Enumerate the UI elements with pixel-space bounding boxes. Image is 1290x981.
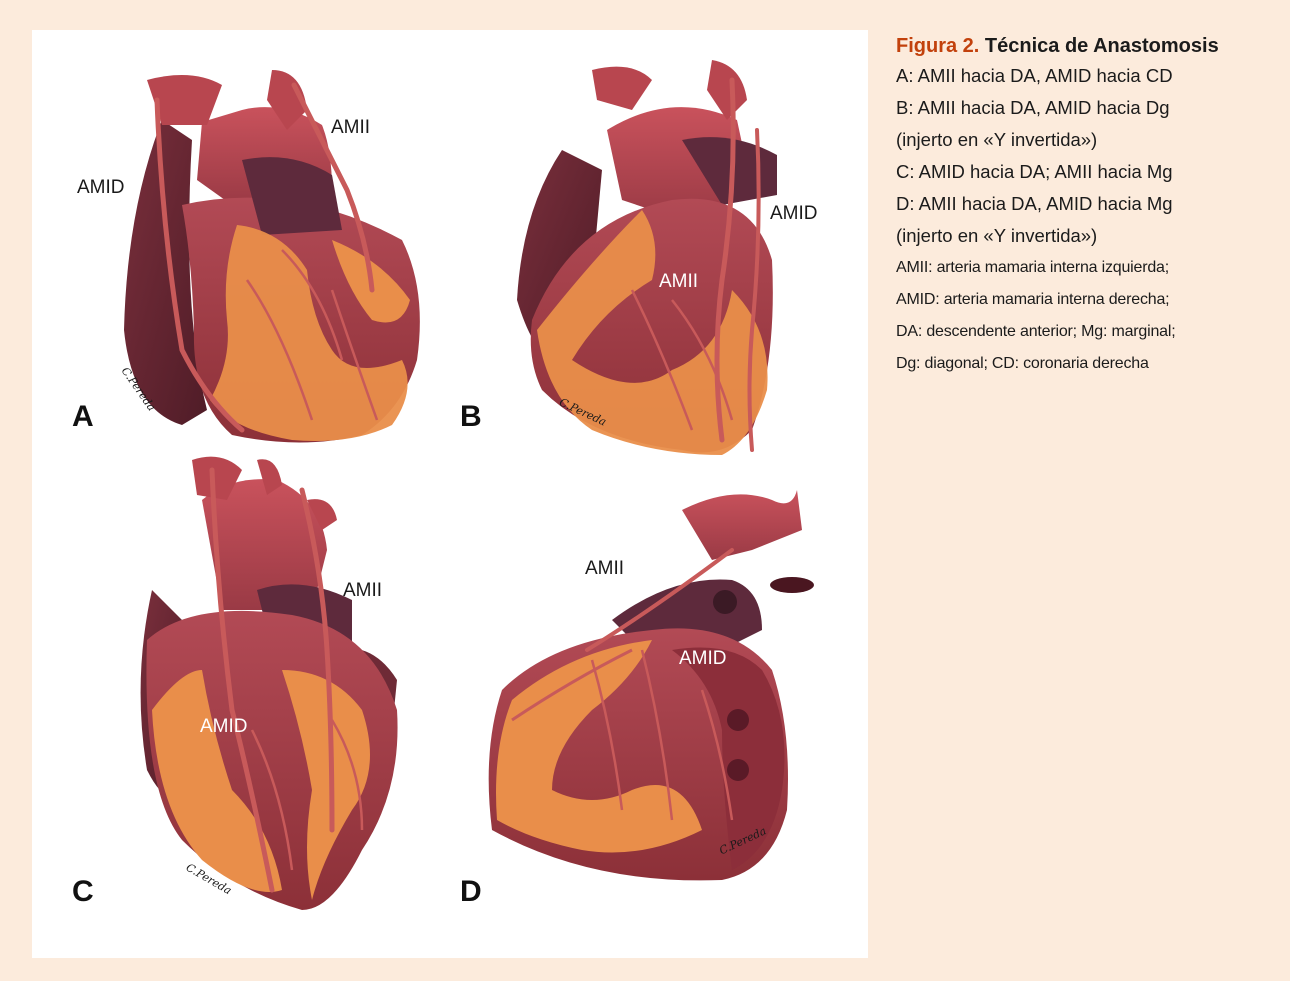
abbreviation-line: AMID: arteria mamaria interna derecha; bbox=[896, 284, 1266, 316]
caption-line: B: AMII hacia DA, AMID hacia Dg bbox=[896, 92, 1266, 124]
figure-number: Figura 2. bbox=[896, 35, 979, 57]
panel-letter-a: A bbox=[72, 400, 94, 434]
caption-line: C: AMID hacia DA; AMII hacia Mg bbox=[896, 156, 1266, 188]
label-b-amid: AMID bbox=[770, 203, 818, 225]
figure-illustration: A B C D AMID AMII AMID AMII AMII AMID AM… bbox=[32, 30, 868, 958]
heart-c bbox=[141, 457, 398, 910]
caption-line: D: AMII hacia DA, AMID hacia Mg bbox=[896, 188, 1266, 220]
label-a-amii: AMII bbox=[331, 117, 370, 139]
heart-d bbox=[489, 490, 814, 880]
caption-title-line: Figura 2. Técnica de Anastomosis bbox=[896, 32, 1266, 60]
label-d-amii: AMII bbox=[585, 558, 624, 580]
heart-b bbox=[517, 60, 777, 455]
label-c-amid: AMID bbox=[200, 716, 248, 738]
label-c-amii: AMII bbox=[343, 580, 382, 602]
figure-title: Técnica de Anastomosis bbox=[985, 35, 1219, 57]
abbreviation-line: AMII: arteria mamaria interna izquierda; bbox=[896, 252, 1266, 284]
label-d-amid: AMID bbox=[679, 648, 727, 670]
caption-line: (injerto en «Y invertida») bbox=[896, 124, 1266, 156]
panel-letter-d: D bbox=[460, 875, 482, 909]
figure-caption: Figura 2. Técnica de Anastomosis A: AMII… bbox=[896, 32, 1266, 380]
caption-line: (injerto en «Y invertida») bbox=[896, 220, 1266, 252]
heart-a bbox=[124, 70, 420, 443]
label-a-amid: AMID bbox=[77, 177, 125, 199]
panel-letter-c: C bbox=[72, 875, 94, 909]
abbreviation-line: Dg: diagonal; CD: coronaria derecha bbox=[896, 348, 1266, 380]
heart-illustrations bbox=[32, 30, 868, 958]
label-b-amii: AMII bbox=[659, 271, 698, 293]
panel-letter-b: B bbox=[460, 400, 482, 434]
caption-line: A: AMII hacia DA, AMID hacia CD bbox=[896, 60, 1266, 92]
abbreviation-line: DA: descendente anterior; Mg: marginal; bbox=[896, 316, 1266, 348]
